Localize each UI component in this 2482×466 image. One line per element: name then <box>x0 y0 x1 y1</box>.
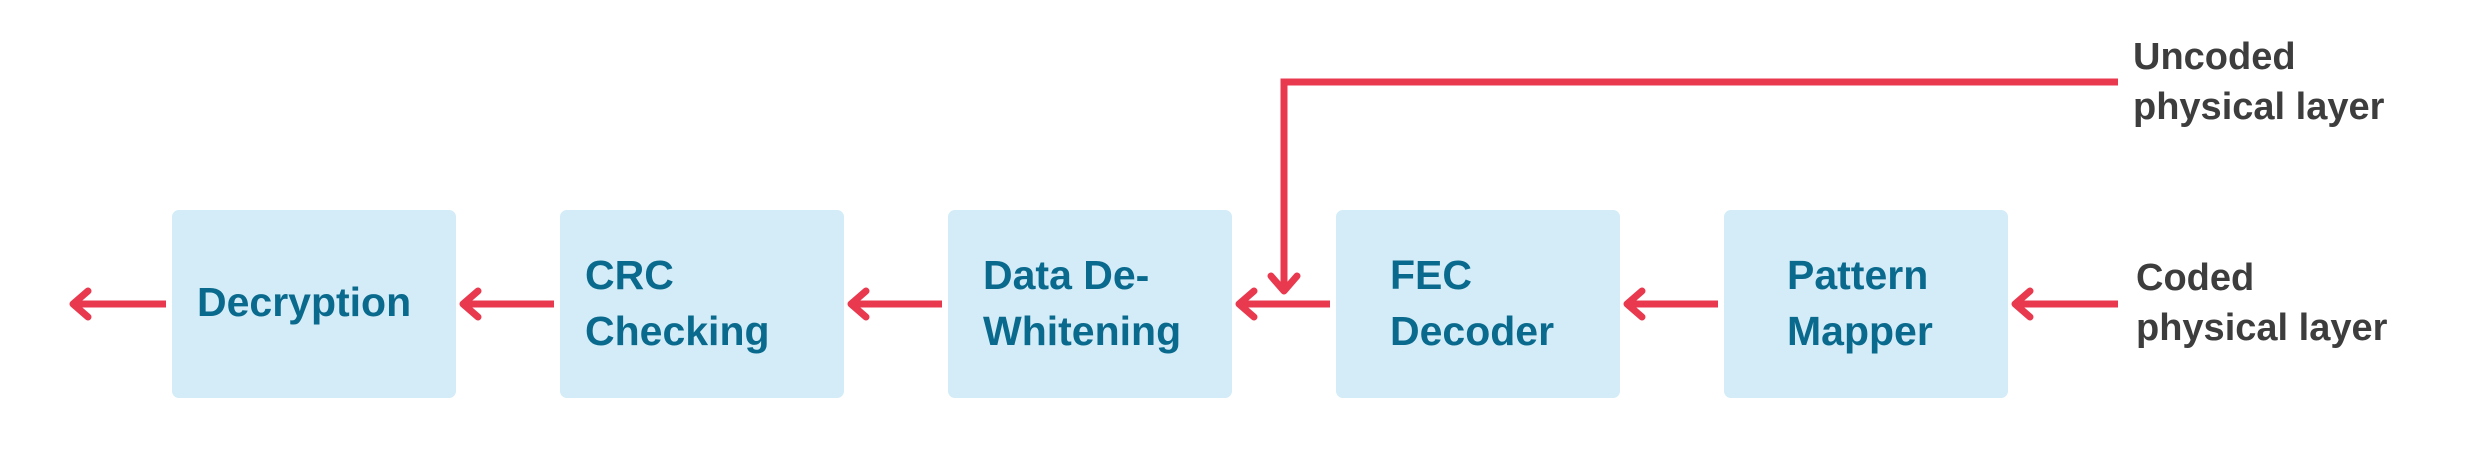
label-uncoded-physical-layer: Uncoded physical layer <box>2133 36 2385 128</box>
label-coded-physical-layer: Coded physical layer <box>2136 257 2388 349</box>
arrow-coded-input <box>2011 287 2118 321</box>
block-label-line-1: FEC <box>1390 252 1472 298</box>
block-label-line-2: Decoder <box>1390 308 1554 354</box>
block-box <box>948 210 1232 398</box>
block-pattern-mapper: Pattern Mapper <box>1724 210 2008 398</box>
arrow-uncoded-input <box>1267 78 2118 295</box>
block-label: Decryption <box>197 279 411 325</box>
block-crc-checking: CRC Checking <box>560 210 844 398</box>
block-label-line-1: CRC <box>585 252 674 298</box>
arrow-crc-to-decryption <box>459 287 554 321</box>
block-box <box>1724 210 2008 398</box>
coded-label-line-1: Coded <box>2136 257 2254 299</box>
block-label-line-2: Mapper <box>1787 308 1933 354</box>
uncoded-label-line-1: Uncoded <box>2133 36 2296 78</box>
arrow-fec-to-dewhitening <box>1235 287 1330 321</box>
arrow-output <box>69 287 166 321</box>
block-decryption: Decryption <box>172 210 456 398</box>
block-label-line-1: Pattern <box>1787 252 1928 298</box>
block-fec-decoder: FEC Decoder <box>1336 210 1620 398</box>
uncoded-label-line-2: physical layer <box>2133 86 2385 128</box>
block-label-line-1: Data De- <box>983 252 1149 298</box>
block-box <box>172 210 456 398</box>
block-label-line-2: Checking <box>585 308 770 354</box>
block-label-line-2: Whitening <box>983 308 1181 354</box>
block-data-dewhitening: Data De- Whitening <box>948 210 1232 398</box>
coded-label-line-2: physical layer <box>2136 307 2388 349</box>
block-box <box>560 210 844 398</box>
arrow-dewhitening-to-crc <box>847 287 942 321</box>
arrow-pattern-to-fec <box>1623 287 1718 321</box>
block-box <box>1336 210 1620 398</box>
